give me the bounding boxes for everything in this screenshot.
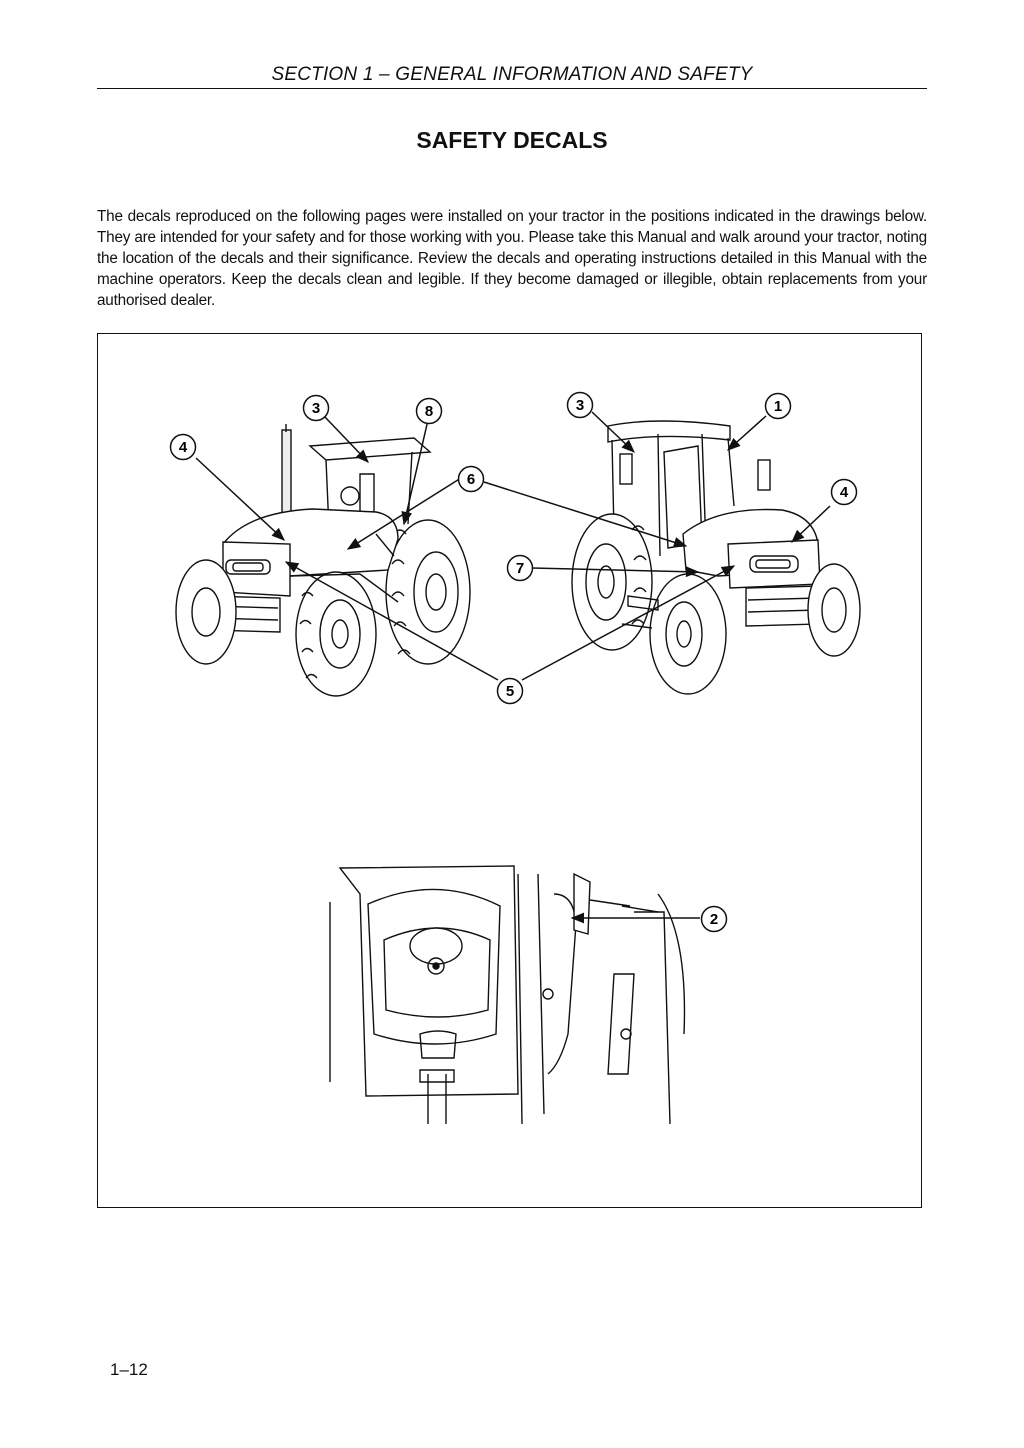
leader-5-right — [521, 565, 736, 681]
page-number: 1–12 — [110, 1360, 148, 1379]
svg-text:1: 1 — [774, 398, 782, 415]
svg-text:2: 2 — [710, 911, 718, 928]
callout-4-left: 4 — [169, 433, 197, 461]
svg-text:3: 3 — [576, 397, 584, 414]
tractor-left-illustration — [175, 424, 471, 697]
section-title: SECTION 1 – GENERAL INFORMATION AND SAFE… — [271, 64, 753, 85]
leader-4-left — [195, 457, 285, 541]
svg-text:6: 6 — [467, 471, 475, 488]
callout-5: 5 — [496, 677, 524, 705]
figure-drawing: 3 8 4 6 7 5 3 1 — [169, 391, 861, 1125]
leader-7 — [531, 566, 700, 578]
callout-2: 2 — [700, 905, 728, 933]
intro-paragraph: The decals reproduced on the following p… — [97, 208, 927, 309]
leader-6-right — [483, 481, 688, 548]
decal-location-figure: 3 8 4 6 7 5 3 1 — [97, 333, 922, 1208]
leader-3-right — [591, 411, 635, 453]
callout-3-left: 3 — [302, 394, 330, 422]
leader-8 — [401, 419, 429, 526]
callout-7: 7 — [506, 554, 534, 582]
section-header: SECTION 1 – GENERAL INFORMATION AND SAFE… — [97, 62, 927, 89]
svg-text:3: 3 — [312, 400, 320, 417]
leader-4-right — [791, 505, 831, 543]
leader-6-left — [346, 477, 462, 550]
callout-3-right: 3 — [566, 391, 594, 419]
leader-5-left — [284, 561, 499, 681]
leader-3-left — [323, 415, 369, 463]
tractor-right-illustration — [571, 420, 861, 695]
callout-6: 6 — [457, 465, 485, 493]
page-title: SAFETY DECALS — [416, 127, 608, 153]
callout-1: 1 — [764, 392, 792, 420]
callout-4-right: 4 — [830, 478, 858, 506]
svg-text:8: 8 — [425, 403, 433, 420]
callout-8: 8 — [415, 397, 443, 425]
svg-text:5: 5 — [506, 683, 514, 700]
linkage-detail-illustration — [329, 865, 686, 1125]
svg-text:4: 4 — [840, 484, 849, 501]
svg-text:7: 7 — [516, 560, 524, 577]
leader-lines — [195, 411, 831, 924]
svg-text:4: 4 — [179, 439, 188, 456]
leader-1 — [726, 415, 767, 451]
